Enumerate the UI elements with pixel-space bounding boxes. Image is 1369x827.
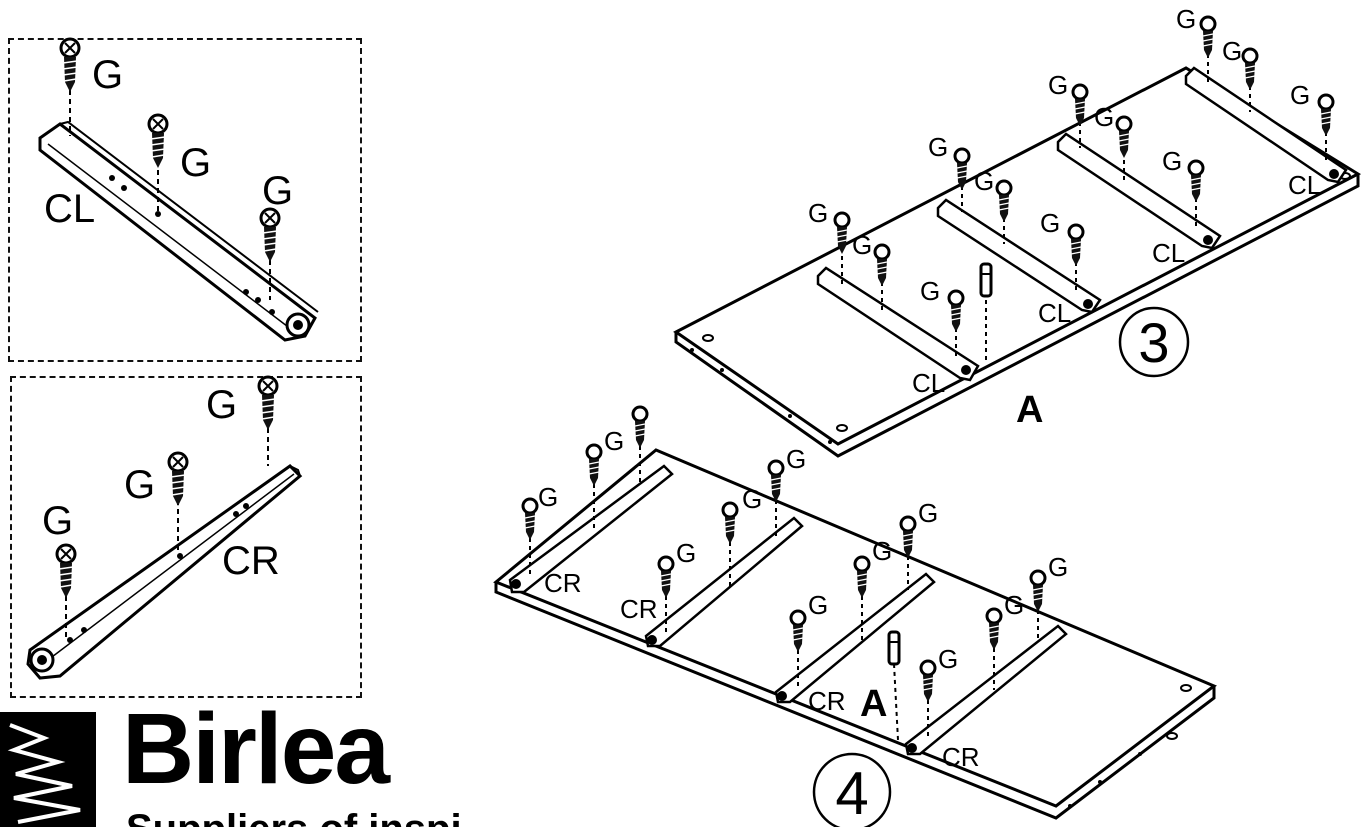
- detail-cl-labels: G G G CL: [44, 53, 293, 231]
- screw-label: G: [808, 198, 828, 228]
- screw-label: G: [1222, 36, 1242, 66]
- screw-label: G: [1048, 552, 1068, 582]
- step4-number: 4: [835, 760, 868, 827]
- screw-icon: [55, 543, 77, 600]
- screw-label: G: [1094, 102, 1114, 132]
- birlea-logo-icon: [0, 712, 96, 827]
- dowel-icon: [979, 262, 993, 298]
- runner-cl-detail: [38, 120, 319, 342]
- runner-label: CL: [1288, 170, 1321, 200]
- screw-label: G: [1176, 4, 1196, 34]
- step4-labels: G G G G G G G G G G G CR CR CR CR: [538, 426, 1068, 772]
- screw-label: G: [1040, 208, 1060, 238]
- runners-step3: [816, 66, 1348, 382]
- screw-label: G: [262, 169, 293, 213]
- runner-label: CR: [544, 568, 582, 598]
- brand-tagline: Suppliers of inspiration: [126, 809, 460, 827]
- screw-label: G: [918, 498, 938, 528]
- screw-label: G: [742, 484, 762, 514]
- screw-icon: [147, 113, 169, 170]
- runner-label: CR: [808, 686, 846, 716]
- screw-label: G: [676, 538, 696, 568]
- screw-icon: [259, 207, 281, 264]
- panel-step4: [493, 448, 1217, 820]
- screw-label: G: [42, 499, 73, 543]
- brand-block: Birlea Suppliers of inspiration: [0, 705, 460, 827]
- step3-labels: G G G G G G G G G G G G CL CL CL CL: [808, 4, 1321, 398]
- runner-label: CL: [912, 368, 945, 398]
- screw-label: G: [1048, 70, 1068, 100]
- screw-label: G: [928, 132, 948, 162]
- dowel-icon: [887, 630, 901, 666]
- part-label: CL: [44, 187, 95, 231]
- screw-label: G: [124, 463, 155, 507]
- screw-icon: [59, 37, 81, 94]
- panel-label: A: [1016, 389, 1043, 431]
- step3-number-circle: [1118, 306, 1190, 378]
- screw-label: G: [1004, 590, 1024, 620]
- part-label: CR: [222, 539, 280, 583]
- runner-label: CL: [1038, 298, 1071, 328]
- screw-icon: [257, 375, 279, 432]
- screw-label: G: [920, 276, 940, 306]
- screw-label: G: [808, 590, 828, 620]
- screw-icon: [167, 451, 189, 508]
- runner-cr-detail: [26, 464, 303, 680]
- panel-label: A: [860, 683, 887, 725]
- screw-label: G: [92, 53, 123, 97]
- screw-label: G: [938, 644, 958, 674]
- step3-number: 3: [1138, 311, 1169, 374]
- step4-number-circle: [812, 752, 892, 827]
- runner-label: CR: [942, 742, 980, 772]
- screw-label: G: [974, 166, 994, 196]
- screw-label: G: [206, 383, 237, 427]
- screw-label: G: [1162, 146, 1182, 176]
- screw-label: G: [872, 536, 892, 566]
- brand-name: Birlea: [122, 705, 390, 805]
- runner-label: CL: [1152, 238, 1185, 268]
- screw-label: G: [1290, 80, 1310, 110]
- runner-label: CR: [620, 594, 658, 624]
- detail-box-cl: [8, 38, 362, 362]
- detail-box-cr: [10, 376, 362, 698]
- screw-label: G: [852, 230, 872, 260]
- runners-step4: [508, 464, 1068, 756]
- detail-cr-labels: G G G CR: [42, 383, 280, 583]
- screw-label: G: [538, 482, 558, 512]
- screw-label: G: [786, 444, 806, 474]
- screw-label: G: [604, 426, 624, 456]
- screw-label: G: [180, 141, 211, 185]
